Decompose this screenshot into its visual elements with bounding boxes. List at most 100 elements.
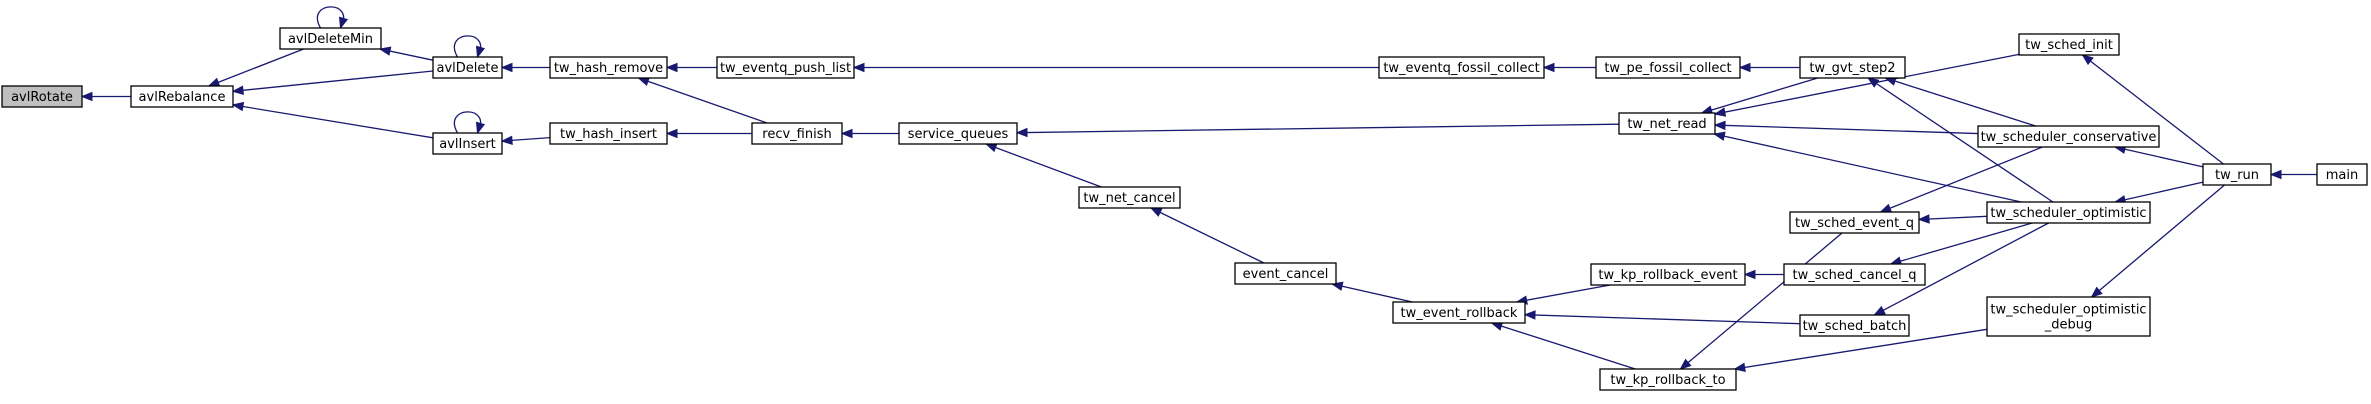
node-box — [1078, 186, 1181, 209]
node-tw_kp_rollback_to[interactable]: tw_kp_rollback_to — [1599, 368, 1737, 391]
node-box — [716, 56, 855, 79]
node-label: tw_scheduler_conservative — [1981, 130, 2157, 145]
node-label: main — [2326, 168, 2358, 183]
node-tw_sched_event_q[interactable]: tw_sched_event_q — [1789, 211, 1920, 234]
node-box — [549, 56, 668, 79]
edge-tw_net_cancel-to-service_queues-arrowhead — [984, 143, 998, 153]
edge-tw_eventq_fossil_collect-to-tw_eventq_push_list-arrowhead — [852, 62, 865, 73]
node-avlRebalance[interactable]: avlRebalance — [130, 85, 234, 108]
node-tw_kp_rollback_event[interactable]: tw_kp_rollback_event — [1590, 263, 1746, 286]
node-avlDeleteMin[interactable]: avlDeleteMin — [279, 27, 382, 50]
edge-tw_eventq_push_list-to-tw_hash_remove-arrowhead — [665, 62, 678, 73]
node-box — [1378, 56, 1545, 79]
edge-tw_scheduler_optimistic-to-tw_sched_cancel_q — [1890, 222, 2033, 265]
node-label: _debug — [2044, 318, 2093, 333]
node-label: tw_gvt_step2 — [1809, 61, 1895, 76]
node-tw_net_cancel[interactable]: tw_net_cancel — [1078, 186, 1181, 209]
node-tw_eventq_push_list[interactable]: tw_eventq_push_list — [716, 56, 855, 79]
edge-tw_hash_remove-to-avlDelete-arrowhead — [500, 62, 513, 73]
node-tw_scheduler_optimistic[interactable]: tw_scheduler_optimistic — [1986, 201, 2151, 224]
node-box — [1986, 296, 2151, 337]
node-label: tw_sched_event_q — [1795, 216, 1914, 231]
node-label: avlRotate — [11, 90, 73, 105]
edge-tw_scheduler_optimistic-to-tw_sched_batch-arrowhead — [1873, 305, 1886, 316]
nodes-layer: avlRotate avlRebalance avlDeleteMin avlDele… — [1, 27, 2368, 391]
node-label: tw_net_cancel — [1083, 191, 1175, 206]
edge-tw_scheduler_conservative-to-tw_net_read — [1714, 124, 1979, 135]
node-box — [1799, 56, 1906, 79]
edge-avlDeleteMin-to-avlDeleteMin-arrowhead — [338, 16, 349, 30]
edge-avlDeleteMin-to-avlRebalance-arrowhead — [207, 77, 221, 87]
node-label: tw_event_rollback — [1401, 306, 1518, 321]
node-service_queues[interactable]: service_queues — [898, 122, 1018, 145]
node-label: tw_pe_fossil_collect — [1604, 61, 1731, 76]
node-box — [1783, 263, 1926, 286]
node-tw_gvt_step2[interactable]: tw_gvt_step2 — [1799, 56, 1906, 79]
node-box — [1234, 262, 1337, 285]
node-tw_sched_init[interactable]: tw_sched_init — [2018, 33, 2120, 56]
edge-tw_scheduler_optimistic-to-tw_sched_batch — [1874, 222, 2049, 316]
node-tw_hash_insert[interactable]: tw_hash_insert — [549, 122, 668, 145]
node-label: avlInsert — [439, 137, 496, 152]
edge-tw_run-to-tw_sched_init-arrowhead — [2081, 54, 2094, 66]
edge-event_cancel-to-tw_net_cancel-arrowhead — [1149, 207, 1163, 217]
node-box — [898, 122, 1018, 145]
node-tw_pe_fossil_collect[interactable]: tw_pe_fossil_collect — [1595, 56, 1741, 79]
node-avlRotate[interactable]: avlRotate — [1, 85, 83, 108]
node-label: avlRebalance — [139, 90, 226, 105]
edge-tw_event_rollback-to-event_cancel — [1332, 283, 1413, 303]
node-main[interactable]: main — [2316, 163, 2368, 186]
edge-tw_sched_init-to-tw_net_read — [1714, 53, 2020, 115]
node-box — [2316, 163, 2368, 186]
edge-tw_scheduler_conservative-to-tw_gvt_step2 — [1885, 77, 2036, 127]
node-tw_hash_remove[interactable]: tw_hash_remove — [549, 56, 668, 79]
node-tw_event_rollback[interactable]: tw_event_rollback — [1392, 301, 1526, 324]
node-recv_finish[interactable]: recv_finish — [751, 122, 843, 145]
node-box — [1, 85, 83, 108]
edge-tw_sched_batch-to-tw_event_rollback — [1524, 314, 1801, 325]
node-label: tw_sched_init — [2025, 38, 2113, 53]
edge-tw_run-to-tw_sched_init — [2082, 54, 2224, 165]
node-tw_eventq_fossil_collect[interactable]: tw_eventq_fossil_collect — [1378, 56, 1545, 79]
node-box — [432, 132, 503, 155]
edge-tw_net_read-to-service_queues-arrowhead — [1015, 127, 1028, 138]
edge-tw_net_read-to-service_queues — [1016, 123, 1620, 134]
node-label: tw_net_read — [1627, 117, 1706, 132]
node-tw_run[interactable]: tw_run — [2202, 163, 2272, 186]
node-label: tw_eventq_fossil_collect — [1383, 61, 1539, 76]
node-avlInsert[interactable]: avlInsert — [432, 132, 503, 155]
node-tw_sched_batch[interactable]: tw_sched_batch — [1799, 314, 1910, 337]
edge-tw_run-to-tw_scheduler_optimistic — [2114, 181, 2204, 203]
edge-main-to-tw_run-arrowhead — [2269, 169, 2282, 180]
edge-tw_hash_insert-to-avlInsert-arrowhead — [500, 135, 513, 146]
edge-tw_scheduler_optimistic_debug-to-tw_kp_rollback_to-arrowhead — [1733, 362, 1746, 373]
node-tw_scheduler_optimistic_debug[interactable]: tw_scheduler_optimistic_debug — [1986, 296, 2151, 337]
edge-avlRebalance-to-avlRotate-arrowhead — [80, 91, 93, 102]
node-event_cancel[interactable]: event_cancel — [1234, 262, 1337, 285]
edge-avlDelete-to-avlRebalance-arrowhead — [231, 85, 244, 95]
node-label: tw_hash_insert — [560, 127, 657, 142]
node-label: avlDeleteMin — [288, 32, 373, 47]
node-avlDelete[interactable]: avlDelete — [432, 56, 503, 79]
node-label: tw_run — [2215, 168, 2259, 183]
edge-tw_sched_init-to-tw_net_read-arrowhead — [1713, 107, 1727, 117]
edge-avlInsert-to-avlInsert-arrowhead — [475, 121, 486, 135]
edge-tw_scheduler_optimistic-to-tw_sched_event_q — [1918, 215, 1988, 221]
node-tw_scheduler_conservative[interactable]: tw_scheduler_conservative — [1977, 125, 2160, 148]
node-box — [2202, 163, 2272, 186]
node-tw_sched_cancel_q[interactable]: tw_sched_cancel_q — [1783, 263, 1926, 286]
node-tw_net_read[interactable]: tw_net_read — [1618, 112, 1716, 135]
edge-tw_run-to-tw_scheduler_optimistic_debug — [2091, 184, 2225, 298]
node-box — [1986, 201, 2151, 224]
edge-avlDelete-to-avlRebalance — [232, 70, 434, 92]
node-box — [1599, 368, 1737, 391]
node-label: event_cancel — [1243, 267, 1329, 282]
node-box — [751, 122, 843, 145]
edge-tw_scheduler_optimistic_debug-to-tw_kp_rollback_to — [1734, 328, 1988, 370]
node-label: tw_eventq_push_list — [720, 61, 851, 76]
edges-layer — [80, 6, 2317, 373]
edge-tw_scheduler_optimistic-to-tw_net_read — [1714, 133, 2022, 203]
edge-tw_sched_batch-to-tw_event_rollback-arrowhead — [1523, 310, 1536, 320]
edge-tw_pe_fossil_collect-to-tw_eventq_fossil_collect-arrowhead — [1542, 62, 1555, 73]
